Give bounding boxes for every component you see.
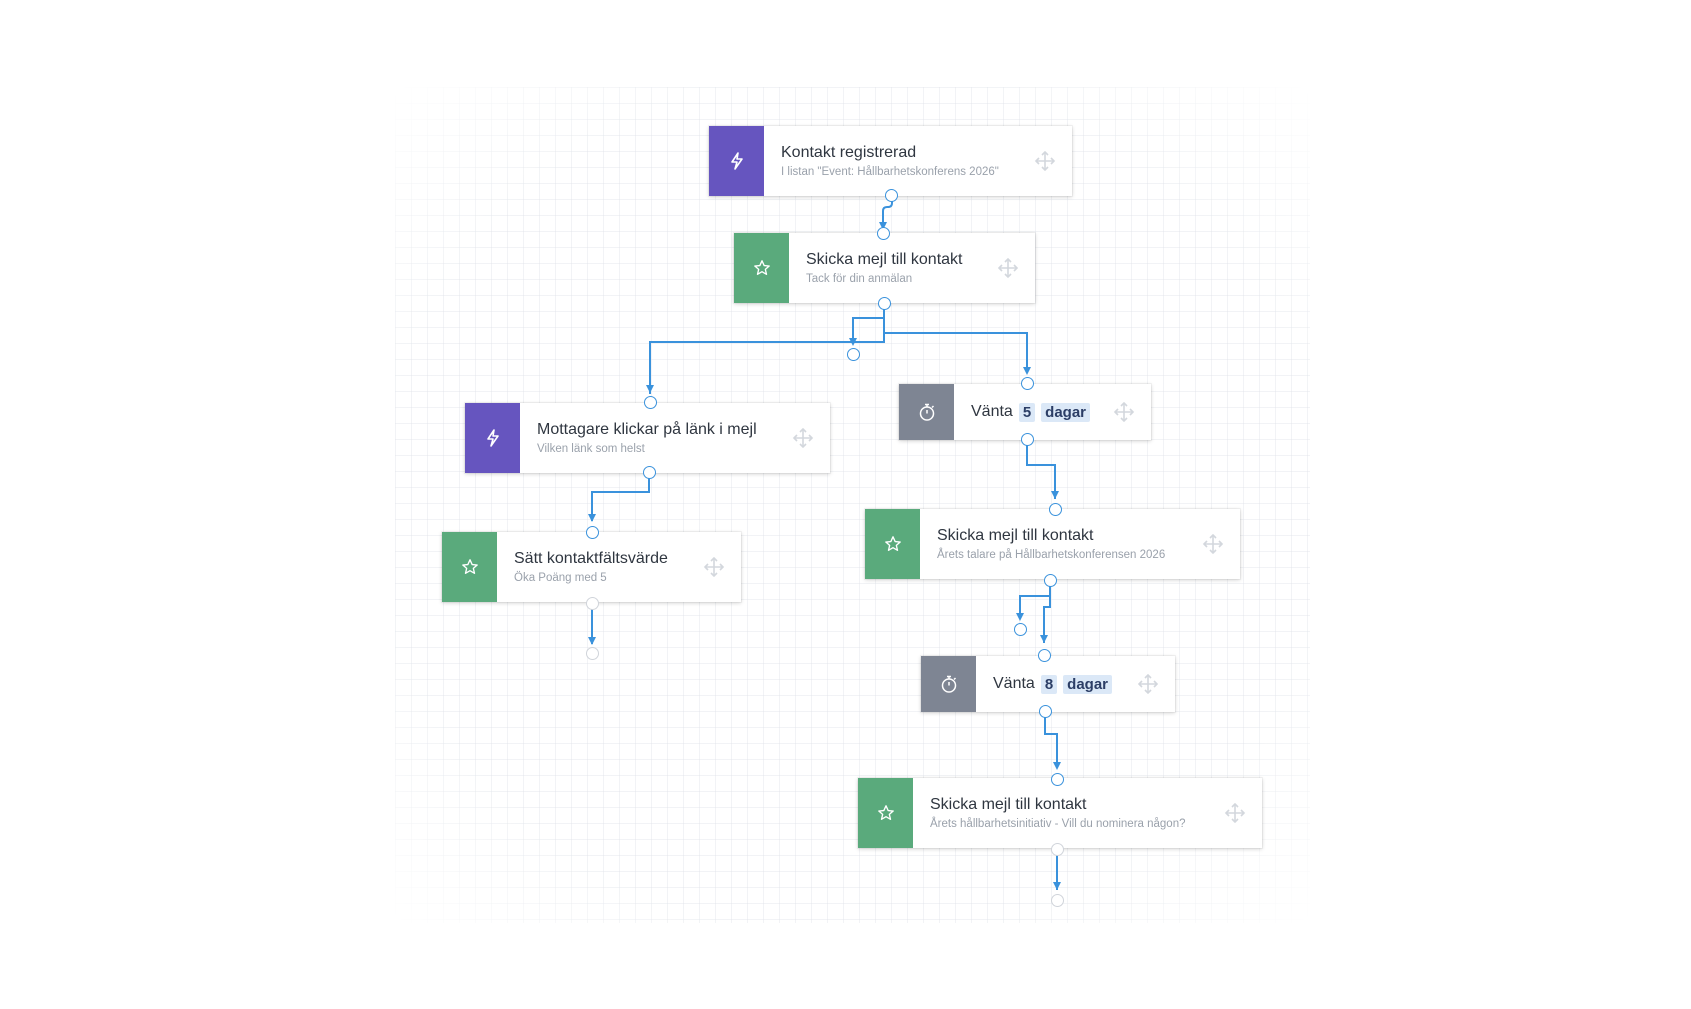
wait-unit[interactable]: dagar (1041, 402, 1091, 422)
move-icon (1113, 401, 1135, 423)
node-subtitle: Vilken länk som helst (537, 443, 645, 455)
wait-icon-box (921, 656, 976, 712)
node-subtitle: Årets hållbarhetsinitiativ - Vill du nom… (930, 818, 1186, 830)
drag-handle[interactable] (776, 403, 830, 473)
action-icon-box (442, 532, 497, 602)
star-icon (753, 260, 770, 275)
move-icon (1202, 533, 1224, 555)
trigger-node-link-click[interactable]: Mottagare klickar på länk i mejl Vilken … (465, 403, 830, 473)
workflow-canvas[interactable] (395, 87, 1310, 923)
node-title: Sätt kontaktfältsvärde (514, 550, 668, 567)
action-icon-box (858, 778, 913, 848)
star-icon (877, 805, 894, 820)
star-icon (461, 559, 478, 574)
node-subtitle: I listan "Event: Hållbarhetskonferens 20… (781, 166, 999, 178)
drag-handle[interactable] (1097, 384, 1151, 440)
star-icon (884, 536, 901, 551)
output-port[interactable] (885, 189, 898, 202)
lightning-icon (730, 152, 743, 170)
wait-node-5-days[interactable]: Vänta 5 dagar (899, 384, 1151, 440)
node-title: Skicka mejl till kontakt (930, 796, 1087, 813)
output-port[interactable] (643, 466, 656, 479)
move-icon (1137, 673, 1159, 695)
end-port[interactable] (586, 647, 599, 660)
wait-node-8-days[interactable]: Vänta 8 dagar (921, 656, 1175, 712)
move-icon (703, 556, 725, 578)
wait-amount[interactable]: 8 (1040, 674, 1058, 694)
action-icon-box (865, 509, 920, 579)
branch-port[interactable] (1014, 623, 1027, 636)
node-subtitle: Öka Poäng med 5 (514, 572, 607, 584)
node-title: Skicka mejl till kontakt (937, 527, 1094, 544)
output-port[interactable] (1044, 574, 1057, 587)
node-title: Kontakt registrerad (781, 144, 917, 161)
timer-icon (941, 675, 956, 693)
drag-handle[interactable] (1186, 509, 1240, 579)
node-title: Mottagare klickar på länk i mejl (537, 421, 757, 438)
drag-handle[interactable] (981, 233, 1035, 303)
wait-unit[interactable]: dagar (1063, 674, 1113, 694)
input-port[interactable] (1021, 377, 1034, 390)
output-port[interactable] (1039, 705, 1052, 718)
move-icon (1034, 150, 1056, 172)
wait-label: Vänta (971, 403, 1013, 420)
trigger-icon-box (465, 403, 520, 473)
action-node-set-contact-field[interactable]: Sätt kontaktfältsvärde Öka Poäng med 5 (442, 532, 741, 602)
drag-handle[interactable] (1018, 126, 1072, 196)
node-subtitle: Tack för din anmälan (806, 273, 913, 285)
output-port[interactable] (878, 297, 891, 310)
input-port[interactable] (877, 227, 890, 240)
timer-icon (919, 403, 934, 421)
trigger-icon-box (709, 126, 764, 196)
wait-label: Vänta (993, 675, 1035, 692)
move-icon (792, 427, 814, 449)
node-subtitle: Årets talare på Hållbarhetskonferensen 2… (937, 549, 1166, 561)
wait-icon-box (899, 384, 954, 440)
drag-handle[interactable] (1208, 778, 1262, 848)
input-port[interactable] (644, 396, 657, 409)
action-node-send-email-1[interactable]: Skicka mejl till kontakt Tack för din an… (734, 233, 1035, 303)
branch-port[interactable] (847, 348, 860, 361)
action-icon-box (734, 233, 789, 303)
lightning-icon (486, 429, 499, 447)
output-port[interactable] (1051, 843, 1064, 856)
node-title: Skicka mejl till kontakt (806, 251, 963, 268)
action-node-send-email-3[interactable]: Skicka mejl till kontakt Årets hållbarhe… (858, 778, 1262, 848)
end-port[interactable] (1051, 894, 1064, 907)
move-icon (997, 257, 1019, 279)
input-port[interactable] (1051, 773, 1064, 786)
output-port[interactable] (1021, 433, 1034, 446)
action-node-send-email-2[interactable]: Skicka mejl till kontakt Årets talare på… (865, 509, 1240, 579)
input-port[interactable] (1049, 503, 1062, 516)
drag-handle[interactable] (687, 532, 741, 602)
input-port[interactable] (586, 526, 599, 539)
input-port[interactable] (1038, 649, 1051, 662)
drag-handle[interactable] (1121, 656, 1175, 712)
output-port[interactable] (586, 597, 599, 610)
trigger-node-contact-registered[interactable]: Kontakt registrerad I listan "Event: Hål… (709, 126, 1072, 196)
wait-amount[interactable]: 5 (1018, 402, 1036, 422)
move-icon (1224, 802, 1246, 824)
